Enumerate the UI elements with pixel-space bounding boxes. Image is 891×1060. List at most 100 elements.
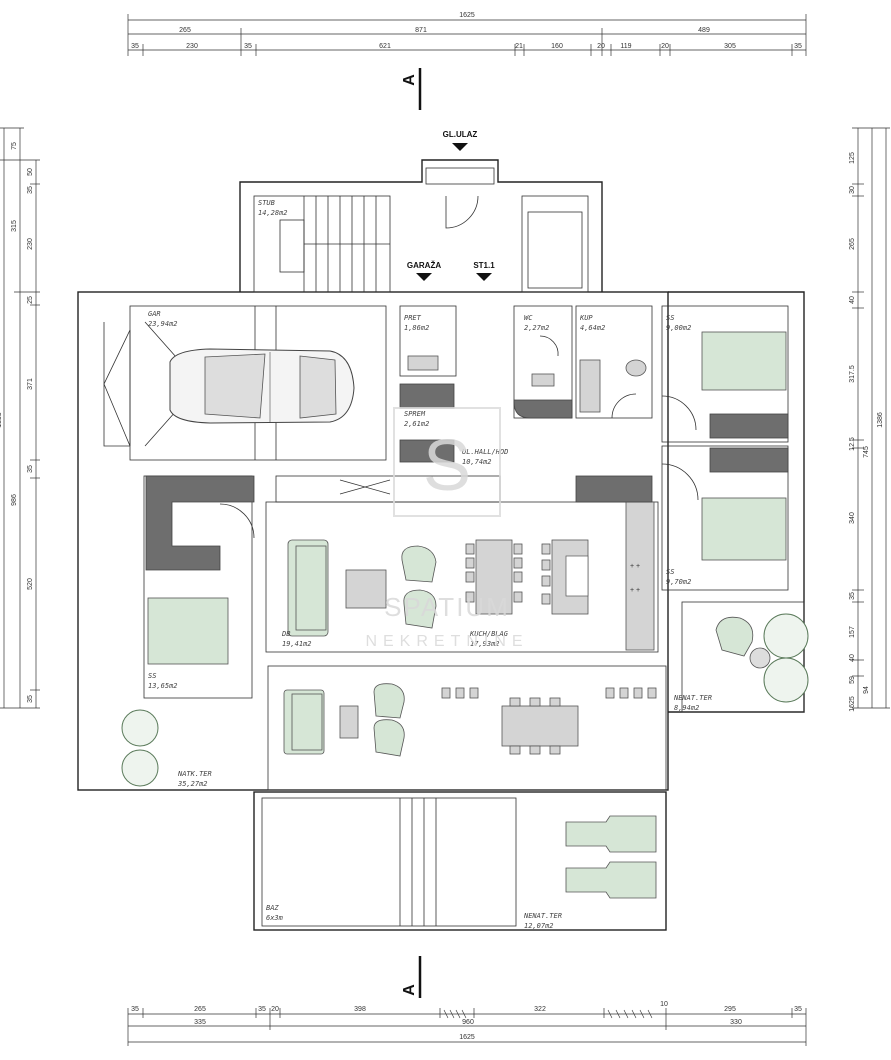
right-inner-dim: 125: [849, 152, 856, 164]
stair-treads: [279, 196, 390, 292]
left-inner-dim: 230: [27, 238, 34, 250]
right-inner-dim: 40: [849, 654, 856, 662]
left-outer-dim: 986: [11, 494, 18, 506]
bottom-detail-dim: 265: [194, 1006, 206, 1013]
top-detail-dim: 35: [794, 43, 802, 50]
bottom-detail-dim: 35: [794, 1006, 802, 1013]
room-area: 23,94m2: [148, 320, 178, 328]
right-inner-dim: 94: [863, 686, 870, 694]
sprem-cabinet-1: [399, 383, 455, 409]
room-area: 13,65m2: [148, 682, 178, 690]
right-inner-dim: 157: [849, 626, 856, 638]
living-room: [265, 501, 659, 653]
top-dimensions: 1625 265 871 489 35 230 35 621 21 160 20…: [127, 12, 807, 56]
room-name: NENAT.TER: [523, 912, 562, 920]
room-area: 19,41m2: [282, 640, 312, 648]
bottom-detail-dim: 398: [354, 1006, 366, 1013]
svg-text:+ +: + +: [630, 563, 640, 570]
room-name: PRET: [404, 314, 422, 322]
left-inner-dim: 35: [27, 186, 34, 194]
right-inner-dim: 1625: [849, 696, 856, 712]
top-detail-dim: 20: [661, 43, 669, 50]
room-name: SS: [666, 314, 674, 322]
top-detail-dim: 21: [515, 43, 523, 50]
tree-icon: [121, 613, 809, 787]
room-name: NATK.TER: [177, 770, 212, 778]
garage-arrow-icon: [416, 273, 432, 281]
top-detail-dim: 35: [244, 43, 252, 50]
watermark: S SPATIUM NEKRETNINE: [365, 407, 528, 650]
right-inner-dim: 340: [849, 512, 856, 524]
right-inner-dim: 317.5: [849, 365, 856, 383]
room-area: 9,70m2: [666, 578, 691, 586]
right-outer-dim: 745: [863, 446, 870, 458]
bottom-mid-dim: 960: [462, 1019, 474, 1026]
left-dimensions: 75 315 986 1355 50 35 230 25 371 35 520 …: [0, 127, 40, 709]
sprem-cabinet-2: [399, 439, 455, 463]
bottom-mid-dim: 330: [730, 1019, 742, 1026]
svg-text:A: A: [401, 984, 418, 996]
bedroom-ss-2: [661, 445, 789, 591]
entrance-door: [445, 195, 479, 229]
bottom-total-dim: 1625: [459, 1034, 475, 1041]
bottom-detail-dim: 35: [131, 1006, 139, 1013]
watermark-sub: NEKRETNINE: [365, 633, 528, 650]
top-detail-dim: 621: [379, 43, 391, 50]
room-area: 6x3m: [266, 914, 284, 922]
entrance-markers: GL.ULAZ GARAŽA ST1.1: [407, 130, 495, 281]
room-labels: STUB 14,28m2 GAR 23,94m2 PRET 1,86m2 WC …: [148, 199, 712, 930]
room-name: NENAT.TER: [673, 694, 712, 702]
bottom-dimensions: 35 265 35 20 398 322 10 295 35 335 960 3…: [127, 1001, 807, 1046]
right-inner-dim: 59: [849, 676, 856, 684]
pool: [261, 797, 517, 927]
left-outer-dim: 315: [11, 220, 18, 232]
armchair-icon: [401, 545, 437, 629]
room-name: STUB: [258, 199, 275, 207]
car-icon: [169, 348, 355, 424]
top-mid-dim-1: 265: [179, 27, 191, 34]
left-inner-dim: 35: [27, 465, 34, 473]
svg-text:+ +: + +: [630, 587, 640, 594]
top-detail-dim: 119: [620, 43, 631, 50]
room-name: SS: [666, 568, 674, 576]
left-inner-dim: 25: [27, 296, 34, 304]
room-name: SS: [148, 672, 156, 680]
section-mark-top: A: [401, 68, 422, 110]
top-total-dim: 1625: [459, 12, 475, 19]
terrace-natk: [267, 665, 667, 791]
lift-shaft: [521, 195, 589, 293]
room-area: 14,28m2: [258, 209, 288, 217]
room-name: BAZ: [266, 904, 279, 912]
svg-text:A: A: [401, 74, 418, 86]
left-inner-dim: 50: [27, 168, 34, 176]
right-inner-dim: 12.5: [849, 437, 856, 451]
terrace-nenat: [681, 601, 805, 713]
left-inner-dim: 35: [27, 695, 34, 703]
right-dimensions: 125 30 265 40 317.5 12.5 340 35 157 40 5…: [849, 127, 890, 712]
room-area: 8,94m2: [674, 704, 699, 712]
room-area: 1,86m2: [404, 324, 429, 332]
stair-arrow-label: ST1.1: [473, 261, 495, 270]
room-area: 4,64m2: [580, 324, 605, 332]
top-mid-dim-2: 871: [415, 27, 427, 34]
top-detail-dim: 160: [551, 43, 563, 50]
bottom-detail-dim: 35: [258, 1006, 266, 1013]
north-block: [239, 159, 603, 292]
stair-arrow-icon: [476, 273, 492, 281]
entrance-step: [425, 167, 495, 185]
sunbed-icon: [565, 815, 657, 899]
terrace-table: [501, 705, 579, 747]
room-name: WC: [524, 314, 533, 322]
room-name: KUCH/BLAG: [469, 630, 509, 638]
left-inner-dim: 371: [27, 378, 34, 390]
left-outer-dim: 1355: [0, 412, 3, 428]
right-inner-dim: 265: [849, 238, 856, 250]
bottom-detail-dim: 322: [534, 1006, 546, 1013]
dining-table: [475, 539, 513, 615]
bottom-detail-dim: 10: [660, 1001, 668, 1008]
bottom-detail-dim: 295: [724, 1006, 736, 1013]
room-name: SPREM: [404, 410, 426, 418]
right-inner-dim: 40: [849, 296, 856, 304]
room-area: 2,27m2: [524, 324, 549, 332]
